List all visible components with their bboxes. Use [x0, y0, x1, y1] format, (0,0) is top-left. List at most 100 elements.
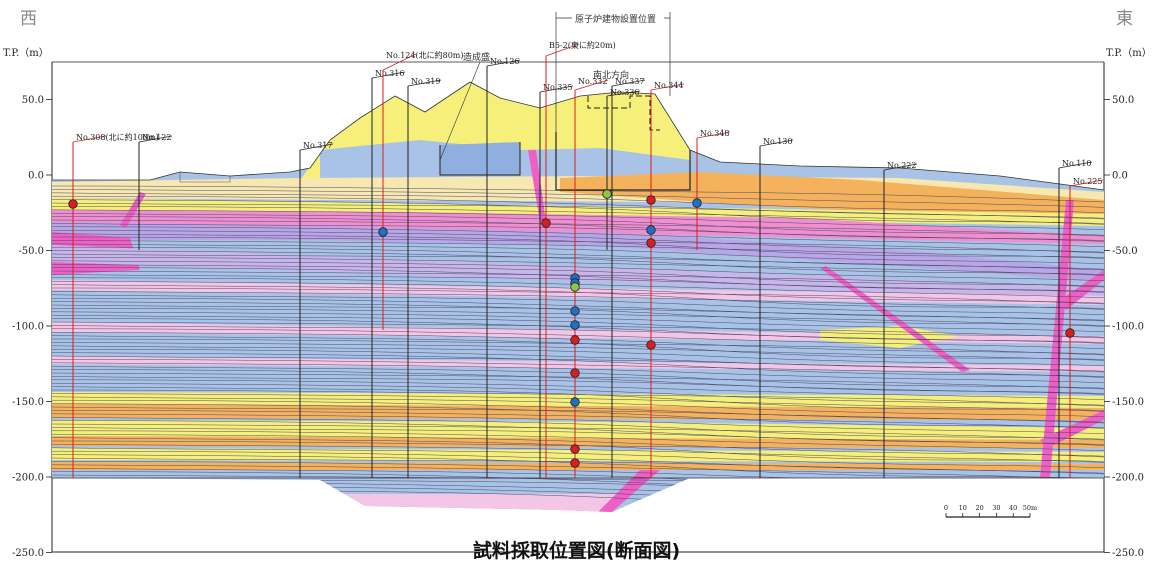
borehole-leader	[1058, 161, 1093, 169]
borehole-label: No.332	[578, 77, 608, 86]
borehole-leader	[138, 135, 173, 143]
tick-label-right: 0.0	[1112, 171, 1128, 182]
fault-6	[1060, 270, 1104, 310]
borehole-label: No.126	[490, 57, 520, 66]
sample-point-red	[570, 368, 580, 378]
lower-pocket-pink	[330, 494, 620, 512]
borehole-leader	[883, 163, 918, 171]
sample-point-red	[646, 238, 656, 248]
tick-label-left: -200.0	[12, 473, 44, 484]
scale-tick-label: 0	[944, 504, 948, 512]
tick-label-left: -50.0	[18, 246, 44, 257]
tick-label-left: -100.0	[12, 322, 44, 333]
tick-label-right: -200.0	[1112, 473, 1144, 484]
borehole-label: No.316	[375, 69, 405, 78]
borehole-label: No.122	[142, 133, 172, 142]
fill-blue-dark	[440, 142, 520, 175]
scale-bar: 0 10 20 30 40 50m	[944, 504, 1037, 518]
east-label: 東	[1116, 9, 1133, 29]
axis-unit-left: T.P.（m）	[3, 47, 49, 59]
tick-label-right: -100.0	[1112, 322, 1144, 333]
borehole-leader	[486, 59, 521, 67]
ground-surface-line	[52, 81, 1105, 191]
tick-label-left: 0.0	[28, 171, 44, 182]
borehole-leader	[1069, 179, 1104, 187]
reactor-outline	[555, 132, 691, 191]
tick-label-right: -50.0	[1112, 246, 1138, 257]
tick-label-left: 50.0	[22, 95, 44, 106]
tick-label-right: 50.0	[1112, 95, 1134, 106]
borehole-leader	[759, 139, 794, 147]
axis-unit-right: T.P.（m）	[1106, 47, 1152, 59]
sample-point-red	[570, 335, 580, 345]
borehole-label: No.225	[1073, 177, 1103, 186]
sample-point-red	[570, 458, 580, 468]
borehole-label: No.337	[615, 77, 645, 86]
borehole-leader	[611, 79, 646, 87]
borehole-leader	[650, 83, 685, 91]
fill-soil-label: 造成盛	[463, 51, 490, 63]
borehole-leader	[574, 79, 609, 91]
reactor-site-annotation: 原子炉建物設置位置 造成盛 南北方向	[439, 11, 671, 161]
sample-point-red	[541, 218, 551, 228]
pink-mid3	[52, 356, 1104, 372]
sample-point-red	[646, 195, 656, 205]
reactor-dash	[587, 95, 660, 131]
borehole-label: No.130	[763, 137, 793, 146]
fault-4	[820, 266, 970, 372]
orange-upper	[560, 172, 1104, 222]
borehole-leader	[299, 143, 334, 151]
figure-caption: 試料採取位置図(断面図)	[472, 540, 681, 562]
structure-outline	[179, 172, 231, 183]
sample-point-red	[1065, 328, 1075, 338]
right-axis-ticks: 50.0 0.0 -50.0 -100.0 -150.0 -200.0 -250.0	[1104, 95, 1144, 559]
tick-label-right: -150.0	[1112, 397, 1144, 408]
sample-point-blue	[570, 306, 580, 316]
tick-label-right: -250.0	[1112, 548, 1144, 559]
borehole-label: No.319	[411, 77, 441, 86]
scale-tick-label: 20	[975, 504, 983, 512]
borehole-label: No.222	[887, 161, 917, 170]
borehole-label: No.110	[1062, 159, 1092, 168]
borehole-leader	[545, 43, 580, 57]
borehole-label: No.124(北に約80m)	[386, 50, 464, 60]
scale-tick-label: 10	[959, 504, 967, 512]
fault-2	[528, 150, 546, 222]
left-axis-ticks: 50.0 0.0 -50.0 -100.0 -150.0 -200.0 -250.0	[12, 95, 52, 559]
strata	[52, 82, 1104, 512]
sample-point-red	[570, 444, 580, 454]
sample-point-blue	[570, 397, 580, 407]
borehole-label: B5-2(東に約20m)	[549, 40, 616, 50]
west-label: 西	[20, 9, 37, 29]
sample-point-green	[602, 189, 612, 199]
borehole-label: No.344	[654, 81, 684, 90]
borehole-leader	[72, 135, 107, 143]
borehole-label: No.308(北に約100m)	[76, 132, 159, 142]
sample-point-blue	[646, 225, 656, 235]
scale-tick-label: 30	[992, 504, 1000, 512]
ns-direction-label: 南北方向	[593, 69, 629, 81]
borehole-leader	[371, 71, 406, 79]
scale-tick-label: 40	[1009, 504, 1017, 512]
borehole-leader	[382, 53, 417, 71]
sample-points	[68, 189, 1075, 468]
borehole-leader	[696, 131, 731, 139]
tick-label-left: -250.0	[12, 548, 44, 559]
scale-tick-label: 50m	[1023, 504, 1037, 512]
borehole-label: No.348	[700, 129, 730, 138]
orange-band-2	[52, 436, 1104, 448]
borehole-label: No.317	[303, 141, 333, 150]
borehole-label: No.336	[610, 88, 640, 97]
sample-point-blue	[378, 227, 388, 237]
sample-point-red	[68, 199, 78, 209]
tick-label-left: -150.0	[12, 397, 44, 408]
borehole-label: No.335	[543, 83, 573, 92]
fault-5	[1040, 200, 1074, 478]
reactor-site-label: 原子炉建物設置位置	[575, 13, 656, 25]
sample-point-red	[646, 340, 656, 350]
purple-layer	[52, 222, 1104, 282]
sample-point-green	[570, 282, 580, 292]
